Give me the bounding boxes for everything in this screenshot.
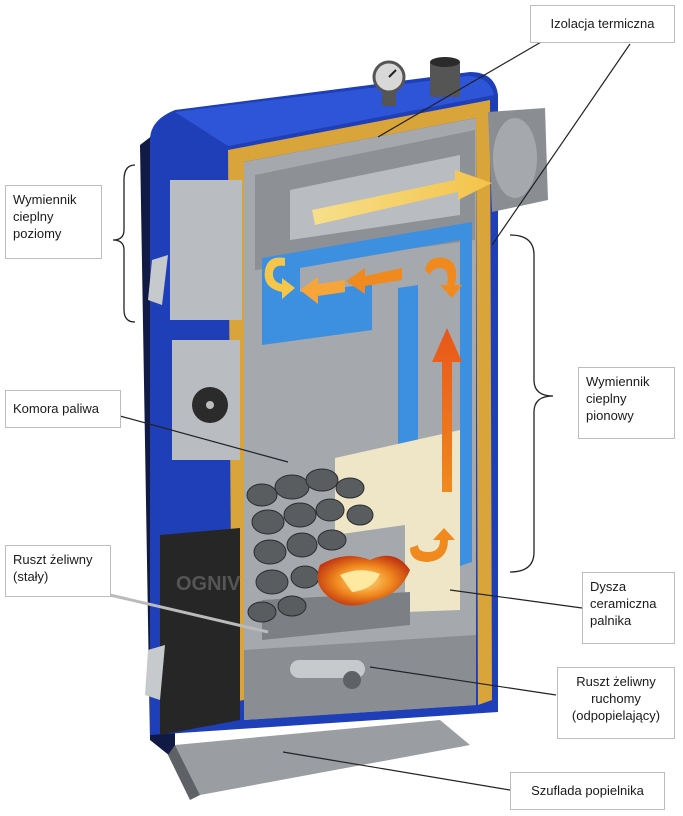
lower-door [160, 528, 240, 735]
label-izolacja-termiczna: Izolacja termiczna [530, 5, 675, 43]
label-wymiennik-pionowy: Wymiennik cieplny pionowy [578, 367, 675, 439]
label-komora-paliwa: Komora paliwa [5, 390, 121, 428]
brace-wymiennik-poziomy [113, 165, 135, 322]
brace-wymiennik-pionowy [510, 235, 553, 572]
ash-drawer [175, 720, 470, 795]
chimney-outlet-icon [430, 57, 460, 97]
label-ruszt-ruchomy: Ruszt żeliwny ruchomy (odpopielający) [557, 667, 675, 739]
upper-door [170, 180, 242, 320]
roller-end [343, 671, 361, 689]
label-dysza-ceramiczna: Dysza ceramiczna palnika [582, 572, 675, 644]
fan-icon [192, 387, 228, 423]
flue-connector [488, 108, 548, 212]
label-szuflada-popielnika: Szuflada popielnika [510, 772, 665, 810]
label-ruszt-staly: Ruszt żeliwny (stały) [5, 545, 111, 597]
label-wymiennik-poziomy: Wymiennik cieplny poziomy [5, 185, 102, 259]
brand-text: OGNIV [176, 573, 241, 595]
